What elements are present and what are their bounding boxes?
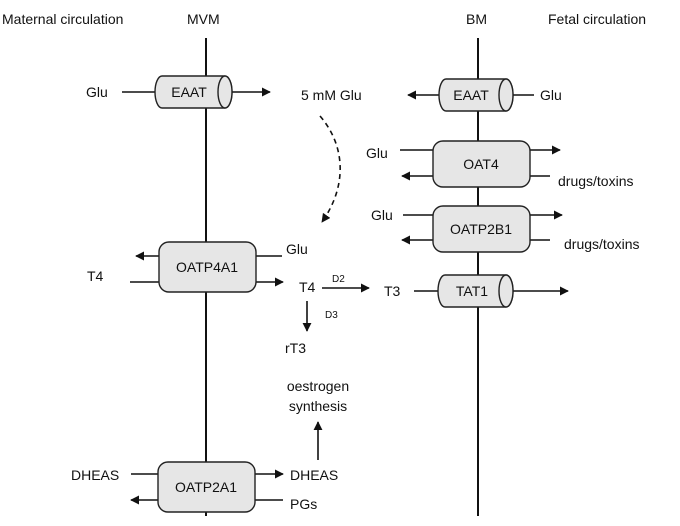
- oatp2b1-box: [432, 205, 531, 253]
- glu-dashed-arrow: [319, 115, 341, 223]
- oatp2a1-label: OATP2A1: [175, 479, 237, 495]
- maternal-circulation-header: Maternal circulation: [2, 11, 123, 27]
- fetal-circulation-header: Fetal circulation: [548, 11, 646, 27]
- t4-inner-label: T4: [299, 279, 316, 295]
- glu-oatp4a1-label: Glu: [286, 241, 308, 257]
- tat1-transporter: TAT1: [414, 274, 569, 308]
- oatp4a1-label: OATP4A1: [176, 259, 238, 275]
- rt3-label: rT3: [285, 340, 306, 356]
- bm-header: BM: [466, 11, 487, 27]
- tat1-cylinder-end: [498, 274, 514, 308]
- tat1-label: TAT1: [456, 283, 488, 299]
- dheas-inner-label: DHEAS: [290, 467, 338, 483]
- oat4-transporter: OAT4: [400, 140, 561, 188]
- oatp4a1-box: [158, 241, 257, 293]
- glu-oat4-label: Glu: [366, 145, 388, 161]
- eaat-bm-cylinder-end: [498, 78, 514, 112]
- glu-maternal-label: Glu: [86, 84, 108, 100]
- oat4-label: OAT4: [463, 156, 499, 172]
- synthesis-label: synthesis: [289, 398, 347, 414]
- eaat-mvm-cylinder-end: [217, 75, 233, 109]
- d3-label: D3: [325, 310, 338, 321]
- glu-oatp2b1-label: Glu: [371, 207, 393, 223]
- eaat-mvm-transporter: EAAT: [122, 75, 271, 109]
- oatp2a1-box: [157, 461, 256, 513]
- oestrogen-label: oestrogen: [287, 378, 349, 394]
- oatp2a1-transporter: OATP2A1: [130, 461, 284, 513]
- oatp4a1-transporter: OATP4A1: [130, 241, 284, 293]
- drugs-toxins-oatp2b1-label: drugs/toxins: [564, 236, 639, 252]
- five-mm-glu-label: 5 mM Glu: [301, 87, 362, 103]
- eaat-bm-transporter: EAAT: [407, 78, 534, 112]
- mvm-header: MVM: [187, 11, 220, 27]
- t4-maternal-label: T4: [87, 268, 104, 284]
- eaat-bm-label: EAAT: [453, 87, 489, 103]
- t3-label: T3: [384, 283, 401, 299]
- oatp2b1-transporter: OATP2B1: [401, 205, 563, 253]
- dheas-maternal-label: DHEAS: [71, 467, 119, 483]
- pgs-label: PGs: [290, 496, 317, 512]
- oat4-box: [432, 140, 531, 188]
- glu-bm-fetal-label: Glu: [540, 87, 562, 103]
- oatp2b1-label: OATP2B1: [450, 221, 512, 237]
- drugs-toxins-oat4-label: drugs/toxins: [558, 173, 633, 189]
- d2-label: D2: [332, 274, 345, 285]
- eaat-mvm-label: EAAT: [171, 84, 207, 100]
